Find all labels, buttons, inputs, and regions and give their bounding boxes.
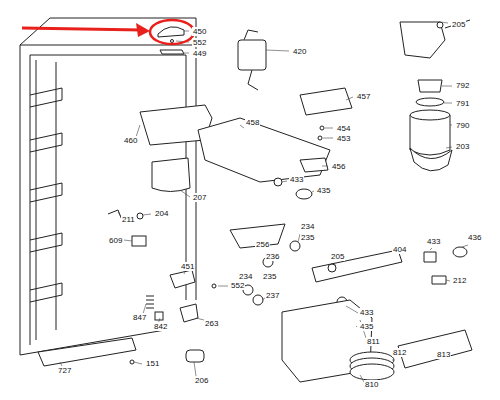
callout-number: 450 (192, 27, 207, 36)
callout-number: 552 (230, 281, 245, 290)
parts (38, 20, 472, 382)
callout-number: 204 (154, 209, 169, 218)
callout-number: 212 (452, 276, 467, 285)
callout-number: 203 (455, 142, 470, 151)
callout-number: 206 (194, 376, 209, 385)
callout-number: 813 (436, 350, 451, 359)
callout-number: 211 (121, 215, 136, 224)
callout-number: 234 (300, 222, 315, 231)
callout-number: 847 (132, 313, 147, 322)
callout-number: 792 (455, 81, 470, 90)
callout-number: 207 (192, 193, 207, 202)
highlight (22, 20, 194, 44)
callout-number: 151 (145, 359, 160, 368)
callout-number: 235 (300, 233, 315, 242)
callout-number: 256 (255, 240, 270, 249)
callout-number: 552 (192, 38, 207, 47)
callout-number: 812 (392, 348, 407, 357)
callout-number: 237 (265, 291, 280, 300)
callout-number: 449 (192, 49, 207, 58)
callout-number: 420 (292, 47, 307, 56)
callout-number: 436 (467, 233, 482, 242)
callout-number: 236 (265, 252, 280, 261)
callout-number: 435 (316, 186, 331, 195)
callout-number: 456 (331, 162, 346, 171)
callout-number: 454 (336, 124, 351, 133)
callout-number: 609 (108, 236, 123, 245)
callout-number: 790 (455, 121, 470, 130)
callout-number: 457 (356, 92, 371, 101)
callout-number: 791 (455, 99, 470, 108)
callout-number: 433 (359, 308, 374, 317)
callout-number: 811 (366, 337, 381, 346)
callout-number: 433 (426, 237, 441, 246)
callout-number: 810 (364, 380, 379, 389)
callout-number: 435 (359, 322, 374, 331)
callout-number: 263 (204, 319, 219, 328)
callout-number: 460 (123, 136, 138, 145)
callout-number: 451 (180, 262, 195, 271)
callout-number: 205 (451, 20, 466, 29)
callout-number: 234 (238, 272, 253, 281)
callout-number: 458 (245, 118, 260, 127)
callout-number: 205 (330, 252, 345, 261)
cabinet (20, 18, 196, 355)
callout-number: 727 (57, 366, 72, 375)
callout-number: 235 (262, 272, 277, 281)
callout-number: 433 (289, 175, 304, 184)
callout-number: 842 (153, 322, 168, 331)
leader-lines (60, 22, 468, 382)
callout-number: 404 (392, 245, 407, 254)
callout-number: 453 (336, 134, 351, 143)
